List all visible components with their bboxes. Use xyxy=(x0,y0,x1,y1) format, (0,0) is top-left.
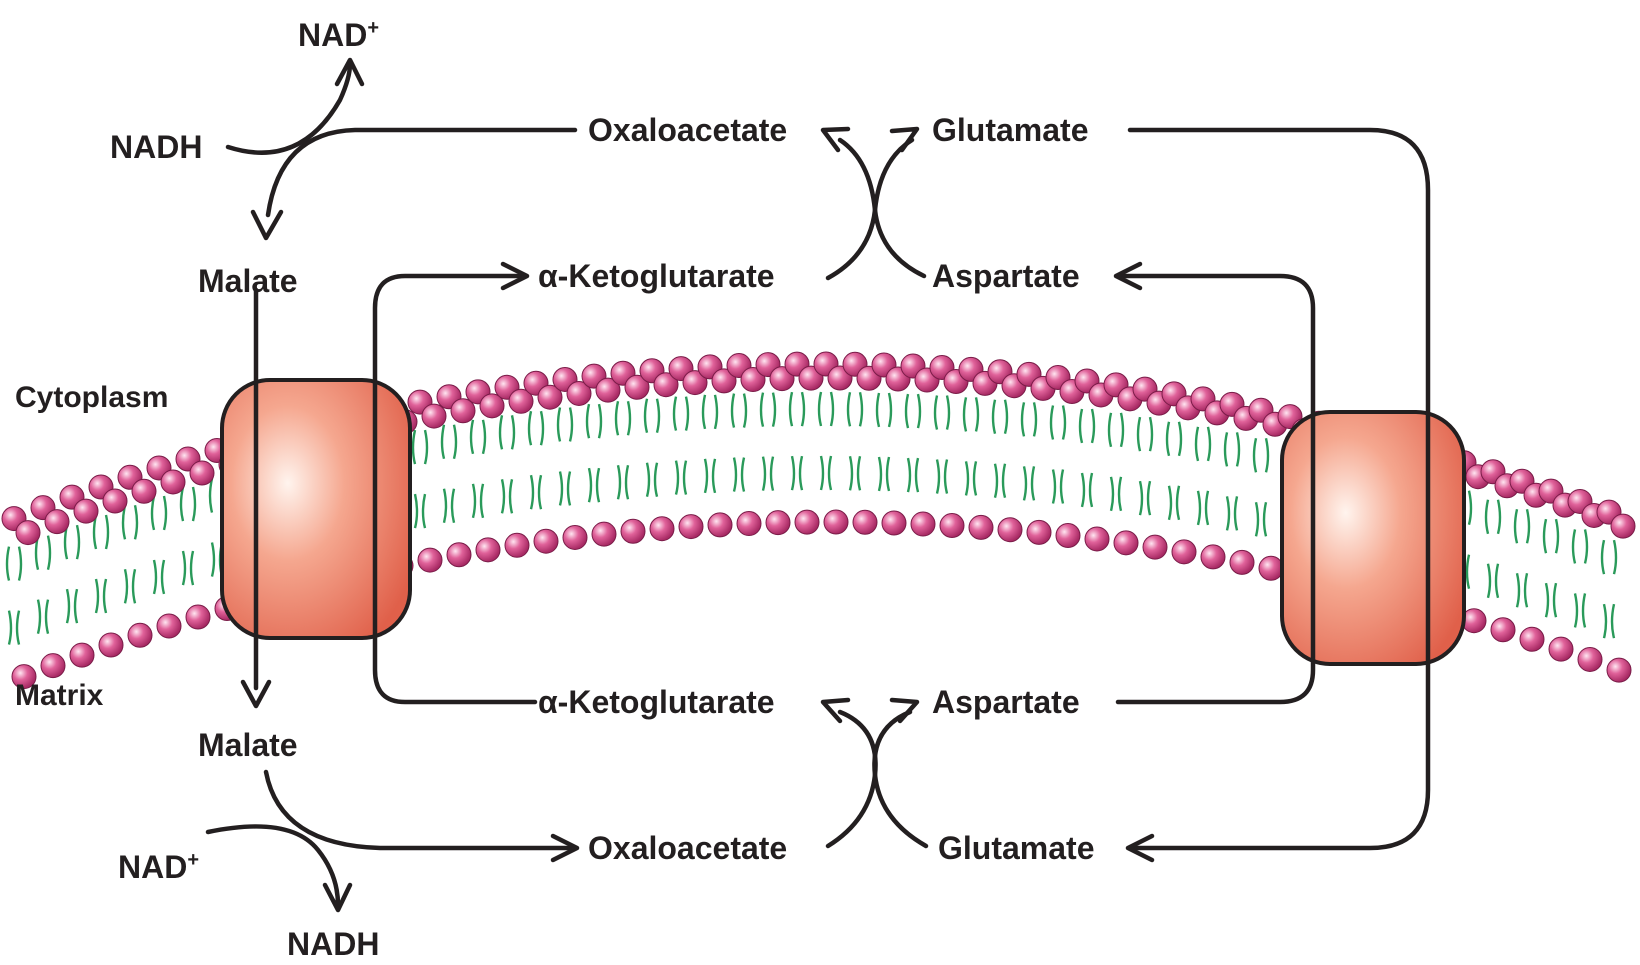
ketoglutarate-arrowhead-bottom xyxy=(823,700,848,721)
matrix-ketoglutarate-label: α-Ketoglutarate xyxy=(538,684,775,720)
matrix-nad-plus-label: NAD+ xyxy=(118,849,199,885)
oxaloacetate-arrowhead-top xyxy=(823,129,848,150)
glutamate-to-aspartate-curve xyxy=(874,712,926,846)
cytoplasm-oxaloacetate-label: Oxaloacetate xyxy=(588,112,787,148)
cytoplasm-ketoglutarate-label: α-Ketoglutarate xyxy=(538,258,775,294)
cytoplasm-nadh-label: NADH xyxy=(110,129,202,165)
oxaloacetate-to-ketoglutarate-curve xyxy=(828,712,876,846)
cytoplasm-aspartate-label: Aspartate xyxy=(932,258,1080,294)
cytoplasm-malate-label: Malate xyxy=(198,263,298,299)
aspartate-to-oxaloacetate-curve xyxy=(840,140,924,276)
matrix-malate-label: Malate xyxy=(198,727,298,763)
matrix-nadh-label: NADH xyxy=(287,926,379,962)
matrix-glutamate-label: Glutamate xyxy=(938,830,1094,866)
oxaloacetate-to-malate-line xyxy=(268,130,575,215)
matrix-region-label: Matrix xyxy=(15,679,104,712)
nadh-to-nad-curve xyxy=(228,64,350,153)
malate-to-oxaloacetate-line xyxy=(266,772,570,848)
matrix-aspartate-label: Aspartate xyxy=(932,684,1080,720)
malate-ketoglutarate-transporter xyxy=(222,380,410,638)
cytoplasm-region-label: Cytoplasm xyxy=(15,381,168,414)
matrix-oxaloacetate-label: Oxaloacetate xyxy=(588,830,787,866)
glutamate-aspartate-transporter xyxy=(1282,412,1464,664)
cytoplasm-nad-plus-label: NAD+ xyxy=(298,17,379,53)
cytoplasm-glutamate-label: Glutamate xyxy=(932,112,1088,148)
